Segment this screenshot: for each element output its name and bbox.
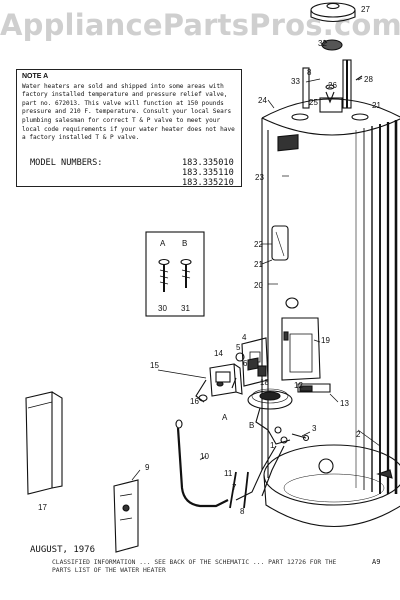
callout-33: 33	[291, 77, 300, 86]
screw-label-a: A	[160, 239, 166, 248]
callout-22: 22	[254, 240, 263, 249]
date-label: AUGUST, 1976	[30, 545, 96, 555]
gas-valve-15	[195, 363, 243, 403]
fittings-5-6	[216, 352, 259, 389]
model-number: 183.335210	[182, 178, 234, 188]
callout-10: 10	[200, 452, 209, 461]
top-fittings	[291, 59, 369, 121]
callout-6: 6	[243, 359, 248, 368]
anode-rod-26	[325, 84, 335, 90]
screw-a	[158, 258, 170, 292]
burner-door	[281, 297, 331, 393]
tank-jacket	[261, 98, 400, 494]
callout-1: 1	[270, 441, 275, 450]
callout-15: 15	[150, 361, 159, 370]
model-numbers-label: MODEL NUMBERS:	[30, 158, 103, 168]
callout-24: 24	[258, 96, 267, 105]
callout-11: 11	[224, 469, 233, 478]
model-number: 183.335010	[182, 158, 234, 168]
callout-21: 21	[254, 260, 263, 269]
fitting-18	[257, 365, 267, 377]
callout-18: 18	[260, 378, 269, 387]
plug-32	[321, 39, 343, 51]
callout-13: 13	[340, 399, 349, 408]
screw-b	[180, 258, 192, 288]
note-text: Water heaters are sold and shipped into …	[22, 82, 235, 142]
callout-8: 8	[240, 507, 245, 516]
callout-a: A	[222, 413, 228, 422]
callout-21-top: 21	[372, 101, 381, 110]
callout-31: 31	[181, 304, 190, 313]
callout-16: 16	[190, 397, 199, 406]
callout-b: B	[249, 421, 254, 430]
callout-26: 26	[328, 81, 337, 90]
base-pan-2	[263, 444, 400, 527]
callouts: 27 32 26 8 33 28 25 21 24 23 22 21 20 A …	[38, 5, 381, 516]
model-number: 183.335110	[182, 168, 234, 178]
callout-28: 28	[364, 75, 373, 84]
callout-30: 30	[158, 304, 167, 313]
leader-lines	[131, 39, 381, 481]
screw-label-b: B	[182, 239, 187, 248]
callout-14: 14	[214, 349, 223, 358]
label-plate-23	[277, 134, 299, 152]
callout-7: 7	[232, 483, 237, 492]
inner-door-9	[113, 479, 139, 553]
callout-19: 19	[321, 336, 330, 345]
callout-9: 9	[145, 463, 150, 472]
door-22	[271, 225, 289, 261]
callout-5: 5	[236, 343, 241, 352]
callout-12: 12	[294, 381, 303, 390]
callout-2: 2	[356, 430, 361, 439]
note-box: NOTE A Water heaters are sold and shippe…	[16, 69, 242, 187]
callout-23: 23	[255, 173, 264, 182]
callout-8-top: 8	[307, 68, 312, 77]
corner-mark: A9	[372, 558, 381, 566]
watermark: AppliancePartsPros.com	[0, 8, 400, 42]
callout-27: 27	[361, 5, 370, 14]
top-cap-27	[310, 2, 356, 23]
screws-box	[145, 231, 205, 317]
burner-12	[247, 388, 293, 431]
callout-32: 32	[318, 39, 327, 48]
callout-4: 4	[242, 333, 247, 342]
callout-20: 20	[254, 281, 263, 290]
outer-door-17	[25, 391, 63, 495]
note-title: NOTE A	[22, 73, 49, 80]
callout-3: 3	[312, 424, 317, 433]
callout-25: 25	[309, 98, 318, 107]
bottom-note: CLASSIFIED INFORMATION ... SEE BACK OF T…	[52, 559, 337, 574]
thermocouple-10	[175, 419, 249, 509]
callout-17: 17	[38, 503, 47, 512]
